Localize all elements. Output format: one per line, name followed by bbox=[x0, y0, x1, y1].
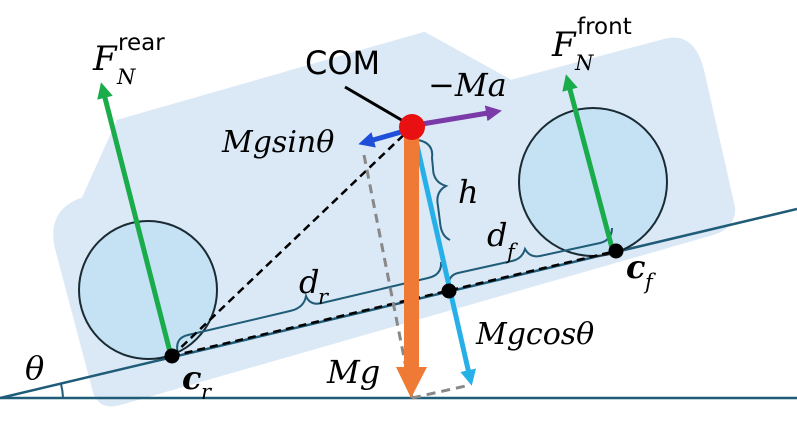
cos-projection-line bbox=[411, 383, 471, 400]
c-f-symbol: c bbox=[626, 248, 645, 286]
front-normal-force-arrow bbox=[562, 74, 615, 249]
fn-front-subscript: N bbox=[574, 51, 594, 75]
neg-ma-label: −Ma bbox=[428, 66, 507, 104]
rear-to-com-line bbox=[171, 126, 413, 357]
d-r-subscript: r bbox=[318, 285, 330, 309]
c-r-subscript: r bbox=[201, 380, 213, 404]
angle-arc bbox=[60, 383, 64, 399]
neg-ma-arrow bbox=[415, 105, 502, 128]
com-pointer-line bbox=[344, 85, 411, 127]
slope-line bbox=[0, 207, 797, 400]
fn-rear-subscript: N bbox=[116, 65, 136, 89]
h-label: h bbox=[458, 173, 479, 211]
fn-rear-superscript: rear bbox=[118, 30, 165, 56]
com-projection-dot bbox=[441, 283, 457, 299]
sin-projection-line bbox=[362, 154, 414, 399]
gravity-arrow-head bbox=[396, 367, 427, 398]
c-f-subscript: f bbox=[643, 270, 656, 294]
mg-sin-label: Mgsinθ bbox=[221, 125, 334, 160]
c-r-symbol: c bbox=[182, 359, 201, 397]
com-dot bbox=[399, 114, 425, 140]
d-f-symbol: d bbox=[487, 216, 507, 254]
rear-wheel bbox=[78, 220, 218, 360]
fn-front-symbol: F bbox=[551, 25, 577, 65]
brace-dr bbox=[176, 261, 443, 355]
brace-df bbox=[447, 227, 613, 292]
d-f-subscript: f bbox=[505, 240, 518, 264]
theta-label: θ bbox=[25, 349, 44, 387]
mg-label: Mg bbox=[326, 353, 380, 391]
brace-h bbox=[417, 139, 451, 241]
mg-cos-arrow bbox=[411, 131, 477, 386]
gravity-arrow-shaft bbox=[404, 135, 419, 369]
fn-rear-symbol: F bbox=[92, 39, 118, 79]
rear-contact-dot bbox=[164, 348, 180, 364]
com-label: COM bbox=[305, 44, 380, 82]
d-r-symbol: d bbox=[299, 263, 319, 301]
front-contact-dot bbox=[608, 243, 624, 259]
fn-front-superscript: front bbox=[577, 14, 632, 40]
mg-cos-label: Mgcosθ bbox=[475, 317, 594, 352]
rear-normal-force-arrow bbox=[97, 82, 173, 353]
